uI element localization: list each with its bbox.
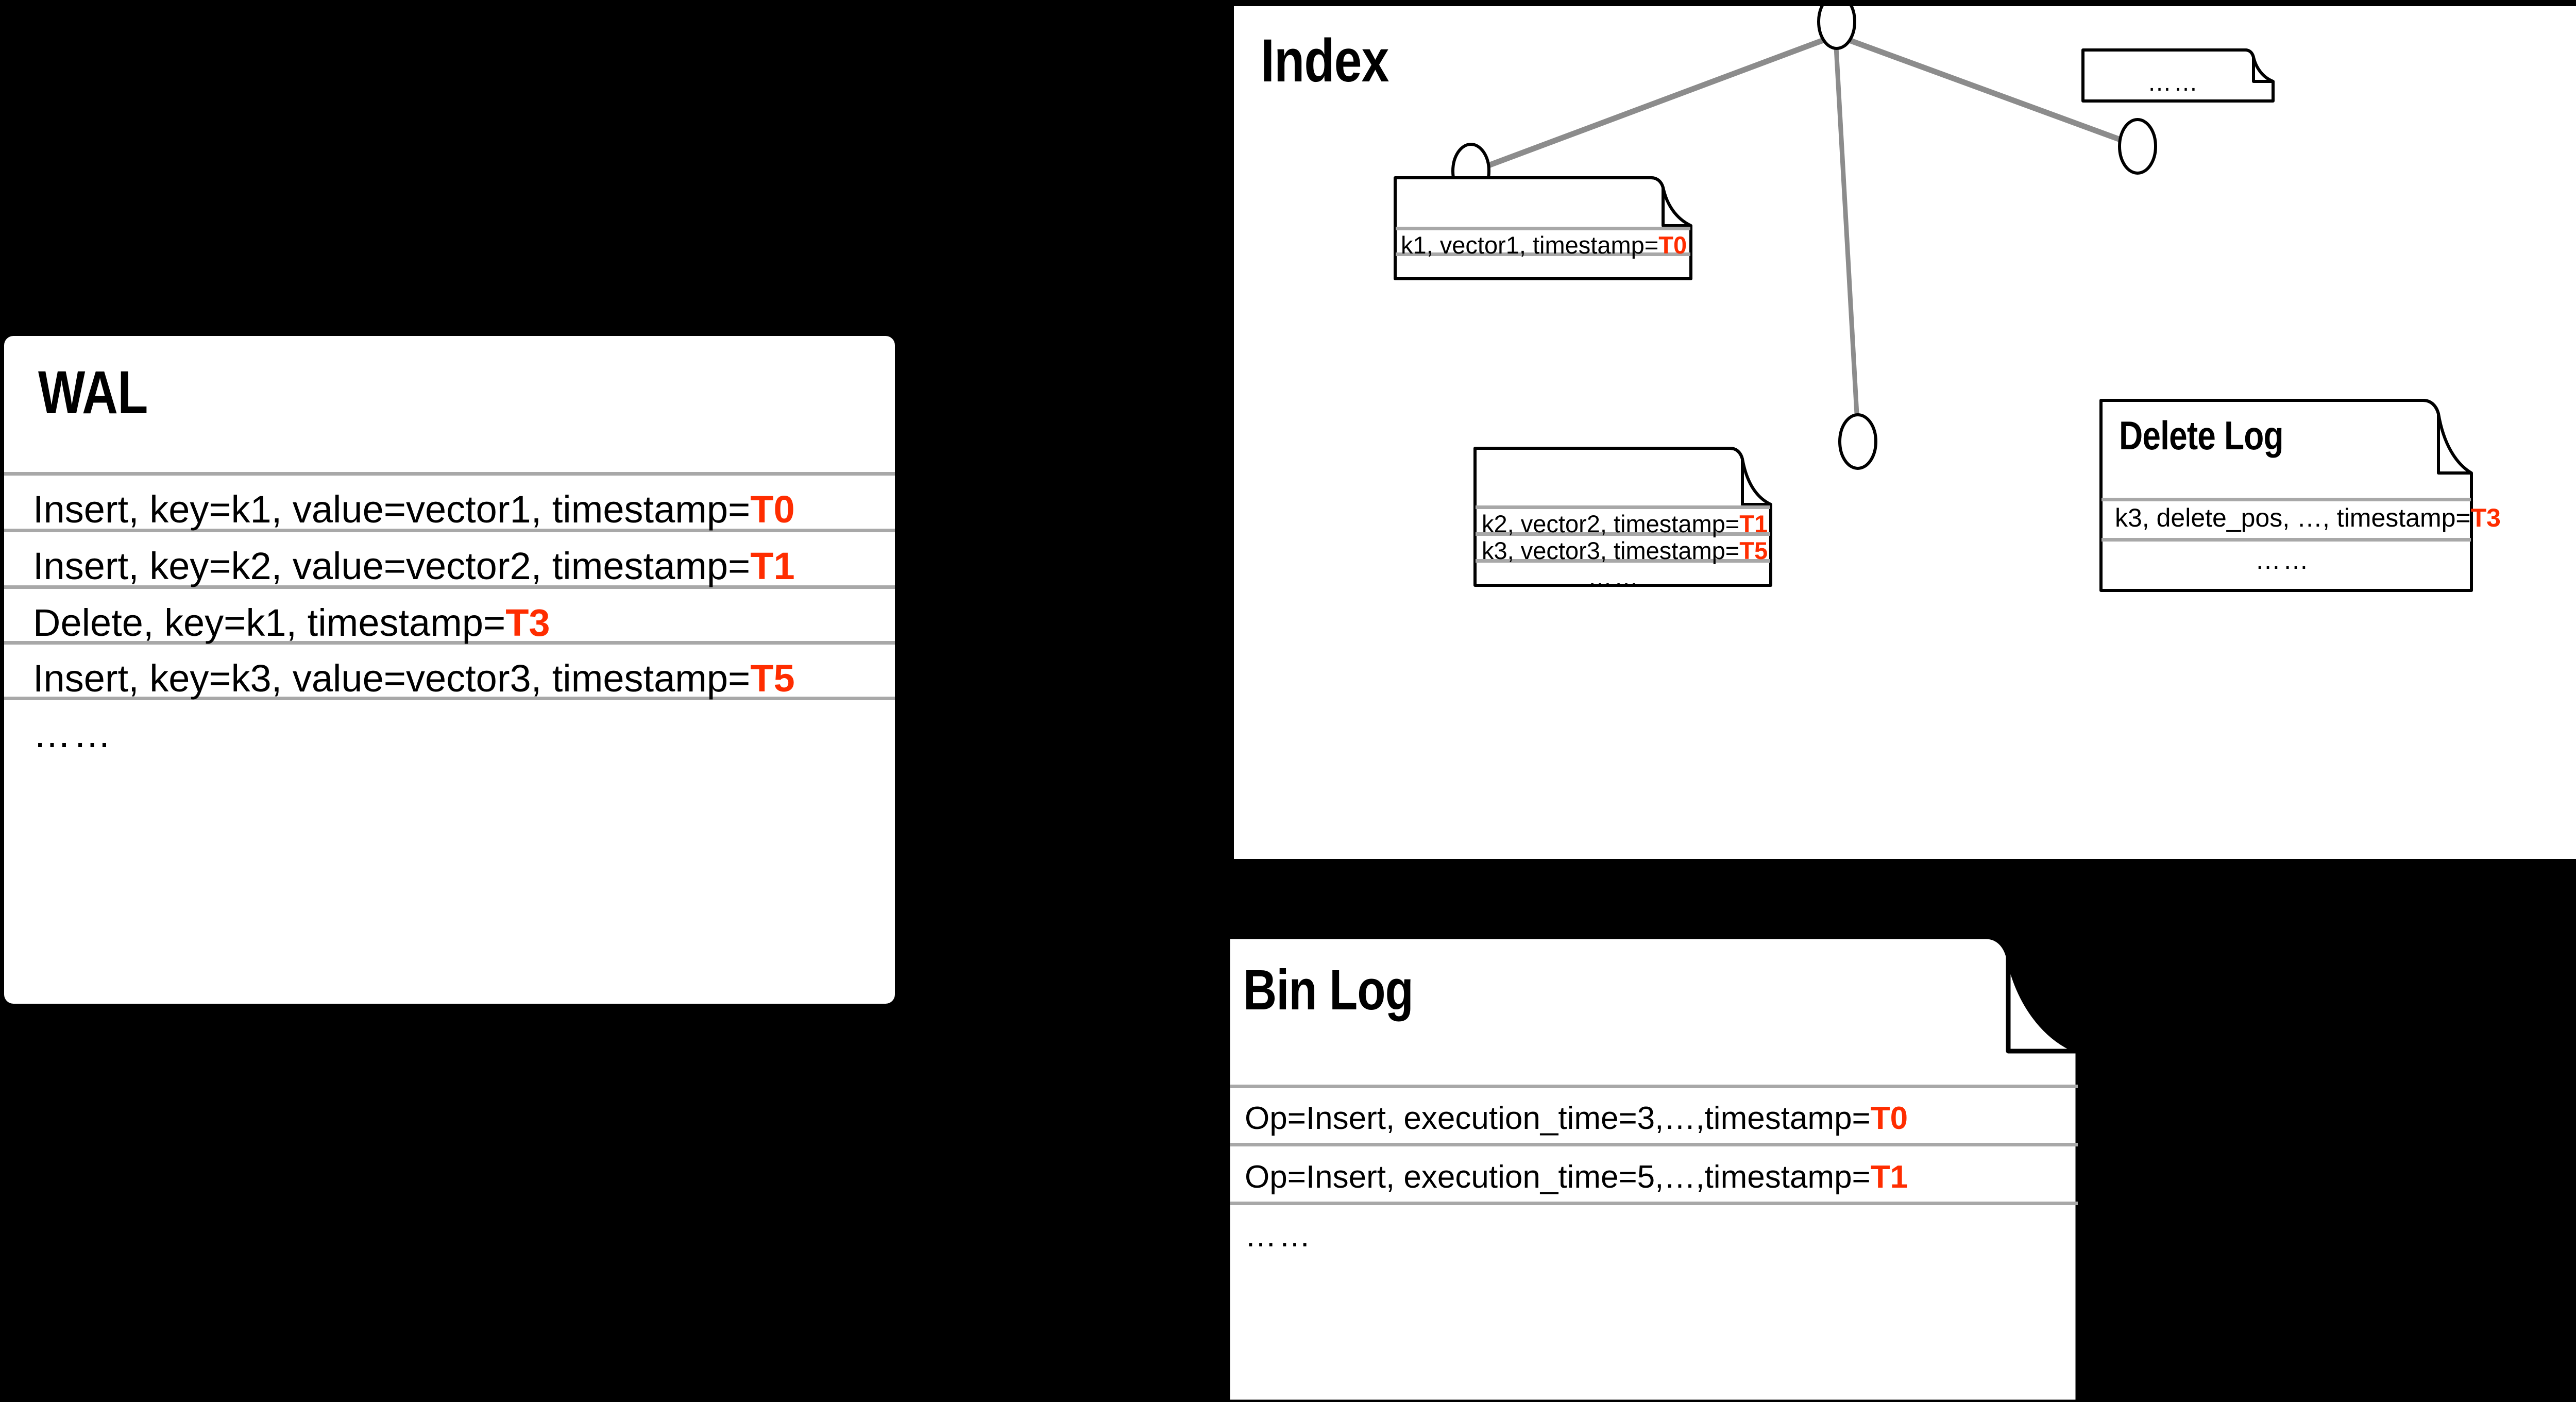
index-leaf-row-text: k3, vector3, timestamp= xyxy=(1482,537,1740,564)
delete-log-row: …… xyxy=(2255,547,2311,573)
wal-row-timestamp: T0 xyxy=(750,488,795,531)
index-leaf-row-text: …… xyxy=(2147,69,2200,96)
tree-node-middle xyxy=(1838,413,1877,470)
wal-title: WAL xyxy=(38,359,148,427)
wal-row-text: Delete, key=k1, timestamp= xyxy=(33,601,506,644)
delete-log-separator xyxy=(2102,498,2471,501)
bin-log-row: Op=Insert, execution_time=5,…,timestamp=… xyxy=(1245,1161,1908,1193)
bin-log-separator xyxy=(1230,1202,2078,1205)
delete-log-row-text: …… xyxy=(2255,546,2311,575)
wal-row-timestamp: T3 xyxy=(505,601,550,644)
index-leaf-separator xyxy=(1396,252,1690,256)
index-leaf-separator xyxy=(1396,227,1690,230)
index-leaf-card-k2k3: k2, vector2, timestamp=T1 k3, vector3, t… xyxy=(1473,447,1772,589)
index-leaf-card-more: …… xyxy=(2081,48,2275,103)
wal-separator xyxy=(4,472,895,476)
delete-log-row-timestamp: T3 xyxy=(2470,503,2501,532)
wal-row: Insert, key=k1, value=vector1, timestamp… xyxy=(33,491,795,529)
bin-log-panel: Bin Log Op=Insert, execution_time=3,…,ti… xyxy=(1225,934,2225,1402)
tree-node-right xyxy=(2118,118,2157,175)
bin-log-separator xyxy=(1230,1143,2078,1146)
wal-row-timestamp: T5 xyxy=(750,657,795,700)
index-leaf-row-text: …… xyxy=(1588,564,1640,591)
delete-log-row: k3, delete_pos, …, timestamp=T3 xyxy=(2115,505,2501,531)
wal-row-text: Insert, key=k2, value=vector2, timestamp… xyxy=(33,545,751,587)
delete-log-separator xyxy=(2102,538,2471,542)
index-panel: Index xyxy=(1234,6,2576,859)
delete-log-card: Delete Log k3, delete_pos, …, timestamp=… xyxy=(2099,399,2501,592)
wal-row-text: …… xyxy=(33,713,113,755)
tree-node-root xyxy=(1817,6,1856,50)
index-leaf-row-timestamp: T0 xyxy=(1658,231,1687,259)
wal-row: …… xyxy=(33,715,113,753)
index-leaf-separator xyxy=(1476,532,1770,536)
index-leaf-row-text: …… xyxy=(1508,258,1561,285)
index-leaf-row: k1, vector1, timestamp=T0 xyxy=(1401,233,1687,257)
delete-log-title: Delete Log xyxy=(2119,413,2284,458)
index-leaf-row: k2, vector2, timestamp=T1 xyxy=(1482,512,1768,536)
index-leaf-row-timestamp: T1 xyxy=(1739,510,1768,537)
bin-log-row: Op=Insert, execution_time=3,…,timestamp=… xyxy=(1245,1103,1908,1135)
delete-log-row-text: k3, delete_pos, …, timestamp= xyxy=(2115,503,2471,532)
wal-panel: WAL Insert, key=k1, value=vector1, times… xyxy=(4,336,895,1004)
index-leaf-row: …… xyxy=(1508,260,1561,284)
index-leaf-separator xyxy=(1476,559,1770,563)
index-leaf-card-k1: k1, vector1, timestamp=T0 …… xyxy=(1394,176,1692,284)
bin-log-row: …… xyxy=(1245,1220,1313,1252)
wal-separator xyxy=(4,529,895,532)
bin-log-row-text: Op=Insert, execution_time=5,…,timestamp= xyxy=(1245,1159,1871,1195)
index-leaf-row-text: k1, vector1, timestamp= xyxy=(1401,231,1659,259)
index-leaf-row: …… xyxy=(2147,70,2200,94)
index-leaf-row-text: k2, vector2, timestamp= xyxy=(1482,510,1740,537)
index-leaf-row: k3, vector3, timestamp=T5 xyxy=(1482,538,1768,563)
wal-row-timestamp: T1 xyxy=(750,545,795,587)
bin-log-title: Bin Log xyxy=(1243,958,1414,1022)
wal-separator xyxy=(4,585,895,589)
wal-separator xyxy=(4,697,895,700)
wal-row-text: Insert, key=k3, value=vector3, timestamp… xyxy=(33,657,751,700)
index-title: Index xyxy=(1261,27,1389,95)
wal-row-text: Insert, key=k1, value=vector1, timestamp… xyxy=(33,488,751,531)
wal-row: Insert, key=k2, value=vector2, timestamp… xyxy=(33,547,795,585)
bin-log-row-timestamp: T0 xyxy=(1870,1101,1908,1136)
bin-log-row-text: Op=Insert, execution_time=3,…,timestamp= xyxy=(1245,1101,1871,1136)
index-leaf-row-timestamp: T5 xyxy=(1739,537,1768,564)
bin-log-row-text: …… xyxy=(1245,1218,1313,1254)
index-leaf-separator xyxy=(1476,505,1770,509)
wal-row: Insert, key=k3, value=vector3, timestamp… xyxy=(33,660,795,698)
wal-row: Delete, key=k1, timestamp=T3 xyxy=(33,604,550,642)
wal-separator xyxy=(4,641,895,645)
bin-log-separator xyxy=(1230,1085,2078,1088)
bin-log-row-timestamp: T1 xyxy=(1870,1159,1908,1195)
index-leaf-row: …… xyxy=(1588,565,1640,589)
